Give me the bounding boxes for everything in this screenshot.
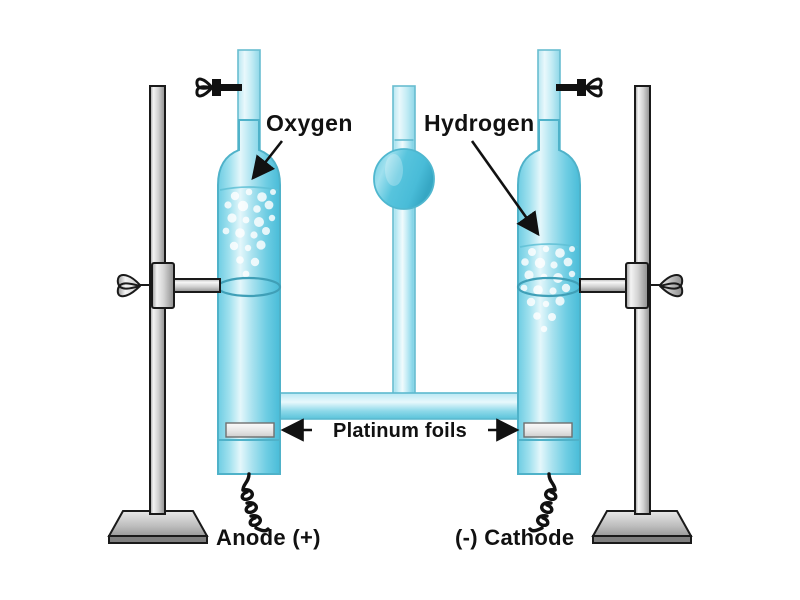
left-stopcock-collar — [212, 79, 221, 96]
platinum-foils-label: Platinum foils — [333, 420, 467, 442]
left-tube-bubbles — [222, 188, 276, 278]
center-tube-bulb — [373, 148, 435, 210]
left-lead-wire — [240, 472, 270, 533]
right-tube-bubbles — [520, 245, 576, 333]
right-stopcock-valve[interactable] — [556, 77, 603, 98]
right-stopcock-collar — [577, 79, 586, 96]
right-clamp-boss — [625, 262, 649, 309]
bulb-highlight — [385, 154, 403, 186]
right-clamp-wingnut — [648, 274, 684, 298]
hydrogen-label-group: Hydrogen — [424, 110, 540, 237]
anode-label: Anode (+) — [216, 525, 321, 550]
center-tube — [373, 85, 435, 397]
left-stopcock-valve[interactable] — [195, 77, 242, 98]
right-clamp — [579, 262, 684, 309]
left-stopcock-handle[interactable] — [195, 77, 214, 98]
left-tube-oxygen — [216, 49, 282, 475]
right-tube-hydrogen — [516, 49, 582, 475]
oxygen-arrow — [251, 140, 284, 181]
left-platinum-foil — [225, 422, 275, 438]
cross-tube — [235, 392, 573, 420]
right-tube-base — [517, 439, 581, 475]
oxygen-label-group: Oxygen — [251, 110, 353, 181]
hydrogen-arrow — [470, 140, 540, 237]
left-stand-base — [107, 510, 209, 544]
platinum-foils-label-group: Platinum foils — [280, 418, 520, 442]
hydrogen-label: Hydrogen — [424, 110, 535, 136]
left-clamp-boss — [151, 262, 175, 309]
right-stopcock-handle[interactable] — [584, 77, 603, 98]
right-platinum-foil — [523, 422, 573, 438]
left-clamp — [116, 262, 221, 309]
cathode-label: (-) Cathode — [455, 525, 574, 550]
right-lead-wire — [528, 472, 558, 533]
left-stopcock-shaft — [220, 84, 242, 91]
left-tube-base — [217, 439, 281, 475]
right-stopcock-shaft — [556, 84, 578, 91]
left-clamp-wingnut — [116, 274, 152, 298]
left-stand — [107, 85, 209, 544]
bottom-connecting-tube — [235, 392, 573, 420]
right-stand — [591, 85, 693, 544]
right-stand-base — [591, 510, 693, 544]
oxygen-label: Oxygen — [266, 110, 353, 136]
right-gas-liquid-interface — [519, 243, 579, 248]
